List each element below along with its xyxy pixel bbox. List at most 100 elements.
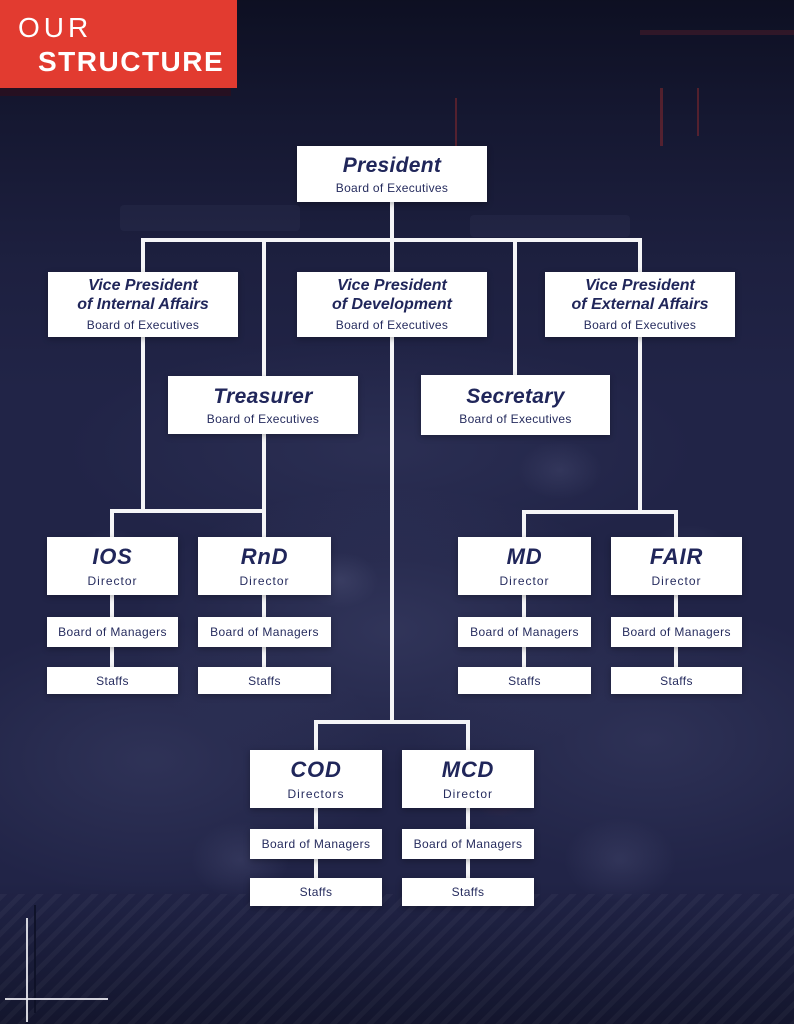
node-label: Board of Managers (413, 837, 523, 851)
connector-line (522, 514, 526, 537)
connector-line (141, 242, 145, 272)
node-label: Board of Managers (261, 837, 371, 851)
connector-line (638, 337, 642, 514)
org-node-president: President Board of Executives (297, 146, 487, 202)
node-title: COD (290, 757, 342, 782)
org-node-ios-managers: Board of Managers (47, 617, 178, 647)
node-title: Secretary (466, 384, 565, 408)
node-subtitle: Directors (287, 787, 345, 801)
node-title-line1: Vice President (337, 277, 447, 295)
node-label: Board of Managers (58, 625, 167, 639)
node-subtitle: Director (651, 574, 702, 588)
page-title-line2: STRUCTURE (38, 46, 225, 77)
node-title-line1: Vice President (585, 277, 695, 295)
connector-line (141, 238, 642, 242)
org-node-md-staffs: Staffs (458, 667, 591, 694)
org-node-cod-managers: Board of Managers (250, 829, 382, 859)
node-title: Treasurer (213, 384, 313, 408)
node-label: Staffs (451, 885, 485, 899)
org-node-md-director: MD Director (458, 537, 591, 595)
connector-line (466, 859, 470, 878)
node-subtitle: Board of Executives (459, 411, 572, 426)
connector-line (262, 434, 266, 513)
connector-line (674, 514, 678, 537)
node-subtitle: Board of Executives (335, 180, 449, 195)
connector-line (110, 595, 114, 617)
node-title-line2: of Development (331, 296, 452, 313)
node-label: Board of Managers (210, 625, 319, 639)
crosshair-horizontal-line (5, 998, 108, 1000)
connector-line (390, 242, 394, 272)
org-node-ios-staffs: Staffs (47, 667, 178, 694)
connector-line (314, 859, 318, 878)
connector-line (638, 242, 642, 272)
connector-line (674, 595, 678, 617)
node-title: President (342, 153, 442, 177)
connector-line (262, 513, 266, 537)
node-subtitle: Director (499, 574, 550, 588)
connector-line (262, 647, 266, 667)
ceiling-shape-decoration (470, 215, 630, 237)
connector-line (314, 808, 318, 829)
org-node-rnd-managers: Board of Managers (198, 617, 331, 647)
connector-line (141, 337, 145, 513)
node-title: IOS (92, 544, 133, 569)
page-title-line1: OUR (18, 12, 93, 43)
connector-line (390, 337, 394, 724)
node-label: Board of Managers (470, 625, 579, 639)
node-subtitle: Board of Executives (86, 317, 200, 332)
connector-line (522, 510, 678, 514)
org-node-mcd-staffs: Staffs (402, 878, 534, 906)
connector-line (110, 647, 114, 667)
node-subtitle: Director (442, 787, 493, 801)
crosshair-dark-line (34, 905, 36, 1013)
node-subtitle: Board of Executives (583, 317, 697, 332)
org-node-fair-managers: Board of Managers (611, 617, 742, 647)
banner-shadow (0, 88, 231, 96)
page-title-banner: OUR STRUCTURE (0, 0, 237, 88)
node-subtitle: Board of Executives (206, 411, 320, 426)
ceiling-pipe-decoration (640, 30, 794, 35)
node-title: MCD (441, 757, 495, 782)
node-subtitle: Director (87, 574, 138, 588)
org-node-rnd-staffs: Staffs (198, 667, 331, 694)
connector-line (674, 647, 678, 667)
node-subtitle: Board of Executives (335, 317, 449, 332)
org-node-fair-director: FAIR Director (611, 537, 742, 595)
node-title: FAIR (649, 544, 704, 569)
ceiling-shape-decoration (120, 205, 300, 231)
org-node-vp-internal-affairs: Vice President of Internal Affairs Board… (48, 272, 238, 337)
org-node-cod-staffs: Staffs (250, 878, 382, 906)
connector-line (390, 202, 394, 242)
connector-line (522, 647, 526, 667)
org-node-vp-development: Vice President of Development Board of E… (297, 272, 487, 337)
connector-line (262, 242, 266, 376)
connector-line (314, 720, 470, 724)
node-label: Board of Managers (622, 625, 731, 639)
org-node-mcd-director: MCD Director (402, 750, 534, 808)
node-title: RnD (240, 544, 289, 569)
node-label: Staffs (299, 885, 333, 899)
node-title-line2: of Internal Affairs (77, 296, 209, 313)
org-node-cod-directors: COD Directors (250, 750, 382, 808)
node-label: Staffs (508, 673, 541, 688)
org-node-mcd-managers: Board of Managers (402, 829, 534, 859)
node-title-line1: Vice President (88, 277, 198, 295)
node-label: Staffs (96, 673, 129, 688)
crosshair-vertical-line (26, 918, 28, 1022)
org-node-ios-director: IOS Director (47, 537, 178, 595)
org-node-fair-staffs: Staffs (611, 667, 742, 694)
ceiling-pipe-decoration (660, 88, 663, 146)
ceiling-pipe-decoration (455, 98, 457, 150)
node-title-line2: of External Affairs (571, 296, 709, 313)
org-node-rnd-director: RnD Director (198, 537, 331, 595)
org-node-secretary: Secretary Board of Executives (421, 375, 610, 435)
org-node-treasurer: Treasurer Board of Executives (168, 376, 358, 434)
connector-line (110, 509, 266, 513)
connector-line (466, 808, 470, 829)
connector-line (513, 242, 517, 375)
node-label: Staffs (248, 673, 281, 688)
connector-line (110, 513, 114, 537)
org-node-md-managers: Board of Managers (458, 617, 591, 647)
